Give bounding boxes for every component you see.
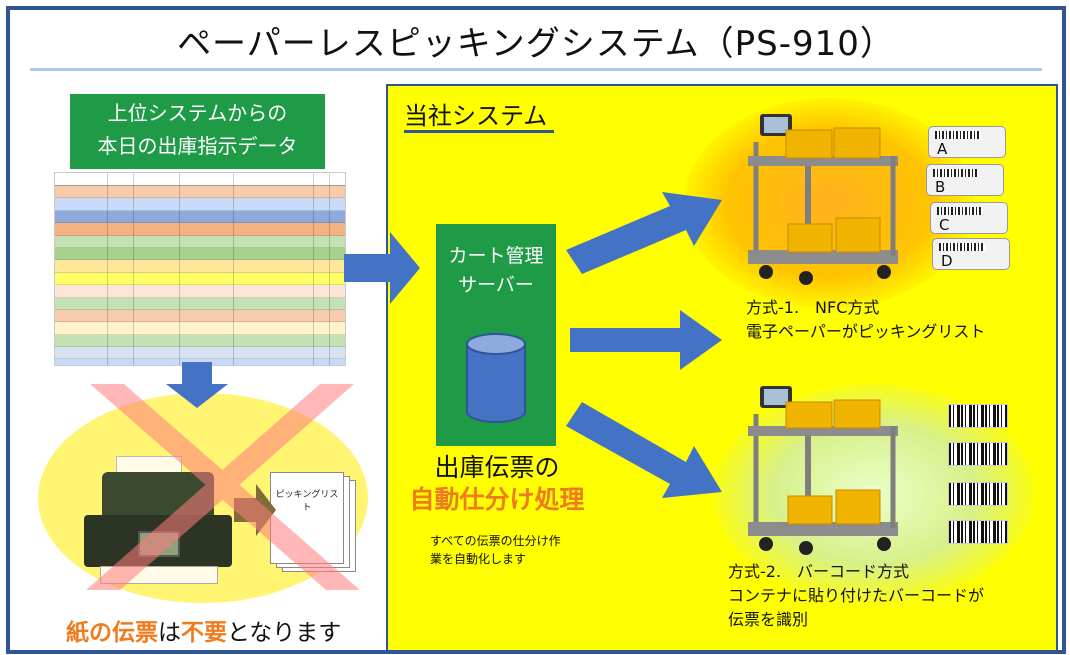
spreadsheet-row <box>55 210 345 224</box>
arrows-layer <box>86 192 722 590</box>
source-data-box: 上位システムからの 本日の出庫指示データ <box>70 94 325 169</box>
source-data-line1: 上位システムからの <box>107 101 288 125</box>
method1-line2: 電子ペーパーがピッキングリスト <box>746 322 986 341</box>
barcode-icon <box>948 404 1008 428</box>
database-icon <box>466 333 526 423</box>
process-line2: 自動仕分け処理 <box>409 485 585 514</box>
spreadsheet-row <box>55 260 345 273</box>
spreadsheet-column-line <box>313 173 314 365</box>
method1-caption: 方式-1. NFC方式 電子ペーパーがピッキングリスト <box>746 296 985 344</box>
spreadsheet-row <box>55 285 345 298</box>
epaper-tag-icon: A <box>928 126 1006 158</box>
server-label-line1: カート管理 <box>448 245 544 267</box>
method2-line1: 方式-2. バーコード方式 <box>728 562 910 581</box>
tag-letter: D <box>941 252 953 270</box>
method2-line2: コンテナに貼り付けたバーコードが <box>728 586 985 605</box>
method2-line3: 伝票を識別 <box>728 610 809 629</box>
cart-barcode <box>748 386 898 555</box>
spreadsheet-row <box>55 247 345 261</box>
server-label-line2: サーバー <box>458 274 534 296</box>
no-paper-mid: は <box>158 620 181 646</box>
cart-icon <box>748 114 898 555</box>
no-paper-message: 紙の伝票は不要となります <box>66 613 341 647</box>
method2-caption: 方式-2. バーコード方式 コンテナに貼り付けたバーコードが 伝票を識別 <box>728 560 984 632</box>
source-data-line2: 本日の出庫指示データ <box>97 134 298 158</box>
process-note-line1: すべての伝票の仕分け作 <box>430 534 561 548</box>
method1-line1: 方式-1. NFC方式 <box>746 298 880 317</box>
cart-management-server: カート管理 サーバー <box>436 224 556 446</box>
process-line1: 出庫伝票の <box>434 453 560 482</box>
spreadsheet-column-line <box>107 173 108 365</box>
spreadsheet-row <box>55 347 345 360</box>
server-label: カート管理 サーバー <box>436 242 556 300</box>
company-system-panel: 当社システム カート管理 サーバー 出庫伝票の 自動仕分け処理 すべての伝票の仕… <box>386 84 1058 650</box>
diagram-frame: ペーパーレスピッキングシステム（PS-910） 上位システムからの 本日の出庫指… <box>6 6 1066 654</box>
spreadsheet-header <box>55 173 345 186</box>
no-paper-end: となります <box>227 620 342 646</box>
cross-icon <box>86 384 360 590</box>
spreadsheet-row <box>55 235 345 248</box>
title-divider <box>30 68 1042 71</box>
process-note: すべての伝票の仕分け作 業を自動化します <box>430 532 600 568</box>
epaper-tag-icon: B <box>926 164 1004 196</box>
process-note-line2: 業を自動化します <box>430 552 527 566</box>
no-paper-emphasis-1: 紙の伝票 <box>66 620 158 646</box>
spreadsheet-row <box>55 223 345 236</box>
spreadsheet-row <box>55 186 345 199</box>
picking-list-label: ピッキングリスト <box>275 490 339 513</box>
spreadsheet-row <box>55 272 345 286</box>
spreadsheet-row <box>55 309 345 323</box>
company-system-heading: 当社システム <box>404 102 548 130</box>
spreadsheet-row <box>55 322 345 335</box>
heading-underline <box>404 130 554 133</box>
tag-letter: B <box>935 178 946 196</box>
page-title: ペーパーレスピッキングシステム（PS-910） <box>177 24 895 64</box>
barcode-icon <box>948 442 1008 466</box>
spreadsheet-column-line <box>233 173 234 365</box>
spreadsheet-column-line <box>179 173 180 365</box>
tag-letter: A <box>937 140 948 158</box>
tag-letter: C <box>939 216 950 234</box>
spreadsheet-column-line <box>329 173 330 365</box>
cart-nfc <box>748 114 898 285</box>
spreadsheet-row <box>55 198 345 211</box>
arrow-icon <box>166 192 722 536</box>
spreadsheet-column-line <box>133 173 134 365</box>
no-paper-emphasis-2: 不要 <box>181 620 227 646</box>
epaper-tag-icon: C <box>930 202 1008 234</box>
spreadsheet-row <box>55 334 345 348</box>
spreadsheet-row <box>55 297 345 310</box>
epaper-tag-icon: D <box>932 238 1010 270</box>
barcode-icon <box>948 482 1008 506</box>
barcode-icon <box>948 520 1008 544</box>
